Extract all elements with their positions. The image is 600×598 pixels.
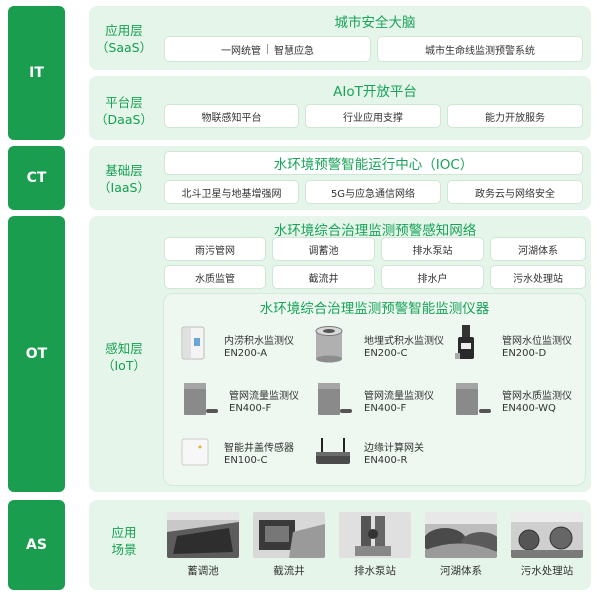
scene-photo-5 bbox=[511, 512, 583, 558]
iot-layer-l1: 感知层 bbox=[105, 341, 143, 356]
iaas-layer-name: 基础层 （IaaS） bbox=[89, 162, 159, 196]
saas-box-1: 一网统管 智慧应急 bbox=[164, 36, 371, 62]
pipe-flow-monitor-icon bbox=[318, 383, 352, 415]
iot-network-title: 水环境综合治理监测预警感知网络 bbox=[273, 223, 477, 239]
saas-layer-l1: 应用层 bbox=[105, 23, 143, 38]
sidebar-ot-label: OT bbox=[25, 346, 48, 362]
scene-label-2: 截流井 bbox=[273, 565, 305, 577]
network-item: 污水处理站 bbox=[490, 265, 586, 289]
saas-layer-l2: （SaaS） bbox=[95, 40, 153, 55]
device-model: EN400-F bbox=[364, 403, 407, 414]
device-4: 管网流量监测仪 EN400-F bbox=[229, 391, 299, 415]
scene-photo-2 bbox=[253, 512, 325, 558]
daas-layer-l2: （DaaS） bbox=[95, 112, 153, 127]
saas-panel: 应用层 （SaaS） 城市安全大脑 一网统管 智慧应急 城市生命线监测预警系统 bbox=[89, 6, 591, 70]
instrument-title: 水环境综合治理监测预警智能监测仪器 bbox=[259, 301, 490, 317]
iaas-panel: 基础层 （IaaS） 水环境预警智能运行中心（IOC） 北斗卫星与地基增强网 5… bbox=[89, 146, 591, 210]
network-item: 雨污管网 bbox=[164, 237, 266, 261]
device-name: 管网流量监测仪 bbox=[229, 391, 299, 402]
daas-box-1: 物联感知平台 bbox=[164, 104, 299, 128]
daas-panel: 平台层 （DaaS） AIoT开放平台 物联感知平台 行业应用支撑 能力开放服务 bbox=[89, 76, 591, 140]
device-6: 管网水质监测仪 EN400-WQ bbox=[502, 391, 572, 415]
device-model: EN100-C bbox=[224, 455, 268, 466]
water-logging-monitor-icon bbox=[181, 326, 205, 360]
pipe-level-monitor-icon bbox=[455, 325, 474, 359]
pipe-flow-monitor-icon bbox=[184, 383, 218, 415]
buried-water-monitor-icon bbox=[315, 326, 343, 363]
iaas-box-1: 北斗卫星与地基增强网 bbox=[164, 180, 299, 204]
iaas-box-3: 政务云与网络安全 bbox=[447, 180, 583, 204]
iaas-layer-l1: 基础层 bbox=[105, 163, 143, 178]
iot-layer-name: 感知层 （IoT） bbox=[89, 340, 159, 374]
sidebar-ot: OT bbox=[8, 216, 65, 492]
iaas-box-2: 5G与应急通信网络 bbox=[305, 180, 441, 204]
device-name: 内涝积水监测仪 bbox=[224, 336, 294, 347]
device-name: 地埋式积水监测仪 bbox=[364, 336, 444, 347]
daas-layer-l1: 平台层 bbox=[105, 95, 143, 110]
network-item: 排水泵站 bbox=[381, 237, 484, 261]
iot-layer-l2: （IoT） bbox=[102, 358, 146, 373]
sidebar-as-label: AS bbox=[26, 537, 47, 553]
network-item: 排水户 bbox=[381, 265, 484, 289]
device-7: 智能井盖传感器 EN100-C bbox=[224, 443, 294, 467]
device-name: 边缘计算网关 bbox=[364, 443, 424, 454]
scene-label-5: 污水处理站 bbox=[520, 565, 574, 577]
saas-box-2: 城市生命线监测预警系统 bbox=[377, 36, 583, 62]
network-item: 河湖体系 bbox=[490, 237, 586, 261]
device-1: 内涝积水监测仪 EN200-A bbox=[224, 336, 294, 360]
saas-box-1b: 智慧应急 bbox=[274, 45, 314, 57]
daas-layer-name: 平台层 （DaaS） bbox=[89, 94, 159, 128]
device-name: 管网流量监测仪 bbox=[364, 391, 434, 402]
water-quality-monitor-icon bbox=[456, 383, 491, 415]
sidebar-it: IT bbox=[8, 6, 65, 140]
scene-photo-1 bbox=[167, 512, 239, 558]
scene-label-1: 蓄调池 bbox=[187, 565, 219, 577]
saas-layer-name: 应用层 （SaaS） bbox=[89, 22, 159, 56]
as-label-l2: 场景 bbox=[111, 542, 137, 557]
as-layer-name: 应用 场景 bbox=[89, 524, 159, 558]
sidebar-it-label: IT bbox=[29, 65, 44, 81]
device-name: 管网水质监测仪 bbox=[502, 391, 572, 402]
network-item: 调蓄池 bbox=[272, 237, 375, 261]
daas-title: AIoT开放平台 bbox=[333, 84, 417, 100]
device-name: 智能井盖传感器 bbox=[224, 443, 294, 454]
device-name: 管网水位监测仪 bbox=[502, 336, 572, 347]
sidebar-as: AS bbox=[8, 500, 65, 590]
device-2: 地埋式积水监测仪 EN200-C bbox=[364, 336, 444, 360]
saas-title: 城市安全大脑 bbox=[334, 15, 416, 31]
device-model: EN400-R bbox=[364, 455, 408, 466]
sidebar-ct-label: CT bbox=[26, 170, 47, 186]
device-5: 管网流量监测仪 EN400-F bbox=[364, 391, 434, 415]
daas-box-2: 行业应用支撑 bbox=[305, 104, 441, 128]
saas-box-1a: 一网统管 bbox=[221, 45, 261, 57]
scene-label-3: 排水泵站 bbox=[354, 565, 396, 577]
network-item: 水质监管 bbox=[164, 265, 266, 289]
edge-gateway-icon bbox=[316, 438, 350, 464]
device-3: 管网水位监测仪 EN200-D bbox=[502, 336, 572, 360]
instrument-panel: 水环境综合治理监测预警智能监测仪器 bbox=[163, 293, 586, 486]
divider bbox=[267, 44, 268, 54]
device-model: EN200-C bbox=[364, 348, 408, 359]
device-8: 边缘计算网关 EN400-R bbox=[364, 443, 424, 467]
as-label-l1: 应用 bbox=[111, 525, 137, 540]
manhole-sensor-icon bbox=[181, 438, 209, 466]
sidebar-ct: CT bbox=[8, 146, 65, 210]
scene-label-4: 河湖体系 bbox=[440, 565, 482, 577]
iaas-layer-l2: （IaaS） bbox=[98, 180, 150, 195]
device-model: EN200-A bbox=[224, 348, 268, 359]
device-model: EN200-D bbox=[502, 348, 547, 359]
device-model: EN400-F bbox=[229, 403, 272, 414]
iaas-title-box: 水环境预警智能运行中心（IOC） bbox=[164, 151, 583, 175]
iaas-title: 水环境预警智能运行中心（IOC） bbox=[273, 157, 474, 173]
scene-photo-4 bbox=[425, 512, 497, 558]
scene-photo-3 bbox=[339, 512, 411, 558]
daas-box-3: 能力开放服务 bbox=[447, 104, 583, 128]
device-model: EN400-WQ bbox=[502, 403, 556, 414]
network-item: 截流井 bbox=[272, 265, 375, 289]
